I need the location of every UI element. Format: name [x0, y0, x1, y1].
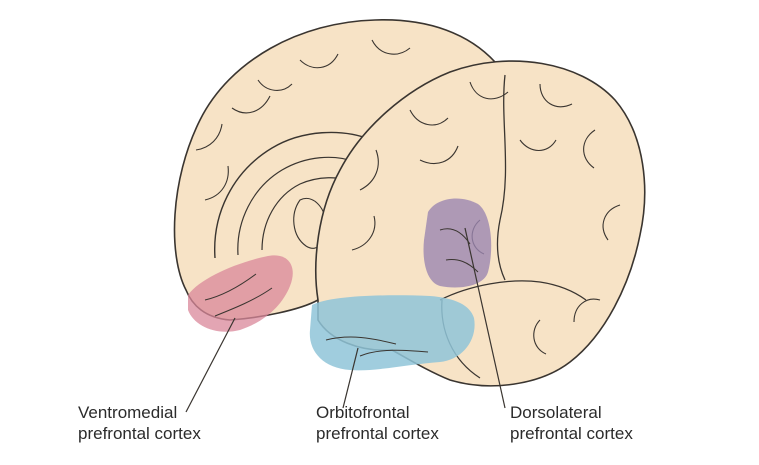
label-dorsolateral-line1: Dorsolateral	[510, 403, 602, 422]
medial-gyrus-6	[257, 79, 293, 91]
medial-gyrus-5	[195, 123, 223, 151]
medial-gyrus-3	[299, 53, 339, 69]
medial-gyrus-2	[231, 95, 271, 114]
region-orbitofrontal	[309, 295, 475, 371]
medial-gyrus-4	[371, 39, 411, 55]
lateral-gyrus-8	[351, 215, 376, 251]
label-dorsolateral: Dorsolateral prefrontal cortex	[510, 402, 633, 444]
label-ventromedial-line1: Ventromedial	[78, 403, 178, 422]
leader-line-ventromedial	[185, 317, 236, 413]
sylvian-fissure	[439, 280, 587, 301]
label-ventromedial: Ventromedial prefrontal cortex	[78, 402, 201, 444]
lateral-gyrus-1	[359, 149, 379, 191]
lateral-gyrus-11	[533, 319, 547, 355]
region-ventromedial	[188, 255, 293, 332]
lateral-gyrus-5	[583, 129, 596, 169]
central-sulcus	[496, 74, 507, 281]
region-dorsolateral	[423, 198, 492, 288]
lateral-gyrus-10	[519, 139, 557, 152]
medial-structure-inner	[237, 156, 356, 256]
region-orbitofrontal-sulcus	[325, 336, 429, 357]
label-dorsolateral-line2: prefrontal cortex	[510, 424, 633, 443]
lateral-gyrus-7	[573, 298, 601, 323]
label-orbitofrontal-line1: Orbitofrontal	[316, 403, 410, 422]
label-ventromedial-line2: prefrontal cortex	[78, 424, 201, 443]
medial-structure-outer	[214, 131, 373, 259]
label-orbitofrontal: Orbitofrontal prefrontal cortex	[316, 402, 439, 444]
leader-line-dorsolateral	[464, 227, 506, 409]
lateral-gyrus-4	[539, 83, 573, 108]
label-orbitofrontal-line2: prefrontal cortex	[316, 424, 439, 443]
lateral-gyrus-2	[409, 109, 449, 126]
lateral-gyrus-9	[419, 145, 459, 164]
medial-gyrus-1	[204, 165, 229, 201]
leader-line-orbitofrontal	[342, 347, 359, 409]
lateral-gyrus-6	[602, 204, 621, 241]
region-ventromedial-sulcus	[204, 273, 273, 317]
